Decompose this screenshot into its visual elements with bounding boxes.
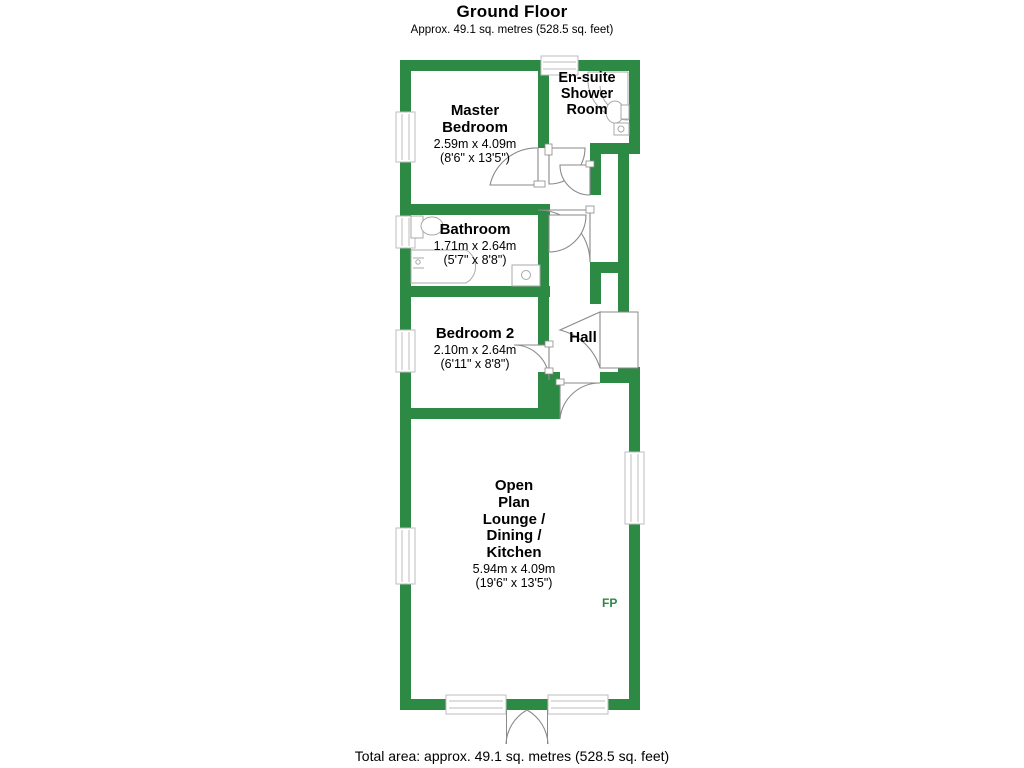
window-bedroom-2 — [395, 329, 416, 373]
door-hall-lounge — [555, 378, 601, 420]
wall-right-lower — [629, 367, 640, 710]
room-name-line: Bedroom — [442, 118, 508, 136]
door-bedroom-2 — [513, 340, 554, 381]
fixture-sink-ensuite — [613, 122, 630, 136]
room-label-en-suite-shower-room: En-suite Shower Room — [541, 70, 633, 119]
wall-bedroom2-bottom — [400, 408, 549, 419]
wall-master-bottom — [400, 204, 550, 215]
room-name-line: Dining / — [486, 527, 542, 545]
wall-bedroom2-east-upper — [538, 297, 549, 345]
wall-corridor-east-stub — [590, 262, 601, 304]
window-lounge-bottom-right — [547, 694, 609, 715]
room-name-line: Lounge / — [482, 510, 546, 528]
room-name-line: Shower — [560, 86, 614, 103]
wall-left-outer — [400, 60, 411, 710]
door-master-bedroom — [489, 147, 546, 188]
wall-hall-bottom-h — [600, 372, 640, 383]
wall-right-upper — [629, 60, 640, 148]
wall-master-ensuite — [538, 60, 549, 148]
wall-bathroom-bottom — [400, 286, 550, 297]
room-name-line: Master — [450, 102, 500, 119]
room-name-line: Plan — [498, 493, 530, 511]
room-name-line: Bathroom — [439, 221, 511, 238]
wall-right-middle — [618, 143, 629, 304]
wall-ensuite-bottom — [590, 143, 629, 154]
wall-ensuite-corridor-east — [590, 143, 601, 195]
window-lounge-right — [624, 451, 645, 525]
fixtures-group — [410, 71, 630, 287]
window-ensuite-top — [540, 55, 579, 76]
room-name-line: Bedroom 2 — [435, 325, 515, 342]
room-label-hall: Hall — [552, 329, 614, 347]
fixture-toilet-bathroom — [410, 215, 444, 239]
door-patio-bottom — [505, 709, 549, 745]
door-corridor-upper — [559, 160, 595, 196]
wall-bottom-outer — [400, 699, 640, 710]
room-dim-imperial: (5'7" x 8'8") — [443, 252, 507, 267]
wall-right-recess-upper — [618, 304, 629, 312]
wall-top-outer — [400, 60, 640, 71]
room-dim-metric: 1.71m x 2.64m — [433, 238, 517, 253]
fixture-bath — [410, 249, 477, 284]
room-dim-metric: 2.10m x 2.64m — [433, 342, 517, 357]
fireplace-label: FP — [602, 596, 618, 610]
wall-corridor-east-stub2 — [590, 262, 629, 273]
room-name-line: Hall — [569, 329, 597, 346]
walls-group — [400, 60, 640, 710]
room-dim-metric: 5.94m x 4.09m — [472, 561, 556, 576]
total-area-text: Total area: approx. 49.1 sq. metres (528… — [354, 748, 670, 764]
window-lounge-left — [395, 527, 416, 585]
page-title: Ground Floor — [456, 2, 568, 21]
room-label-bedroom-2: Bedroom 2 2.10m x 2.64m (6'11" x 8'8") — [405, 325, 545, 371]
room-dim-metric: 2.59m x 4.09m — [433, 136, 517, 151]
room-name-line: Kitchen — [486, 544, 542, 562]
room-dim-imperial: (6'11" x 8'8") — [440, 356, 510, 371]
wall-bedroom2-east-lower — [538, 372, 549, 408]
windows-group — [395, 55, 645, 715]
fixture-sink-bathroom — [511, 264, 541, 287]
room-label-open-plan-lounge-dining-kitchen: Open Plan Lounge / Dining / Kitchen 5.94… — [444, 477, 584, 590]
room-label-bathroom: Bathroom 1.71m x 2.64m (5'7" x 8'8") — [405, 221, 545, 267]
wall-hall-bottom — [549, 372, 560, 419]
room-name-line: En-suite — [558, 70, 616, 86]
door-hall-right — [558, 311, 639, 369]
window-lounge-bottom-left — [445, 694, 507, 715]
wall-bath-east — [538, 215, 549, 297]
window-master-bedroom — [395, 111, 416, 163]
room-dim-imperial: (19'6" x 13'5") — [475, 575, 553, 590]
fixture-toilet-ensuite — [605, 100, 630, 124]
door-bathroom — [548, 214, 587, 253]
room-dim-imperial: (8'6" x 13'5") — [440, 150, 510, 165]
doors-group — [489, 143, 639, 745]
room-label-master-bedroom: Master Bedroom 2.59m x 4.09m (8'6" x 13'… — [405, 102, 545, 165]
room-name-line: Open — [494, 477, 534, 494]
room-name-line: Room — [566, 102, 608, 119]
page-subtitle: Approx. 49.1 sq. metres (528.5 sq. feet) — [410, 24, 614, 36]
